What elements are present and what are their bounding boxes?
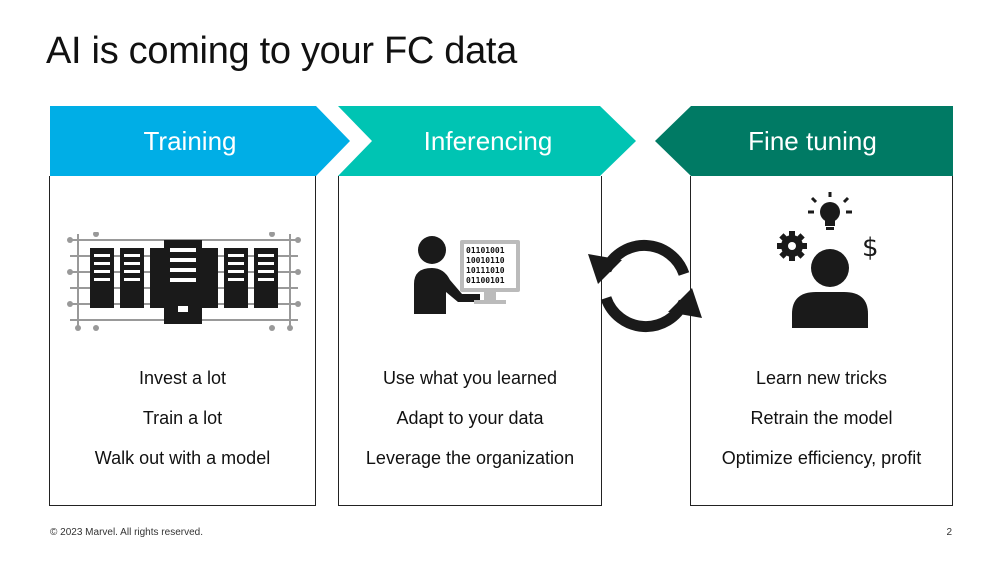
training-panel: Invest a lot Train a lot Walk out with a… xyxy=(49,176,316,506)
inferencing-chevron-shape xyxy=(338,106,636,176)
training-line-2: Train a lot xyxy=(142,408,223,428)
fine-tuning-line-3: Optimize efficiency, profit xyxy=(721,448,922,468)
fine-tuning-panel: Learn new tricks Retrain the model Optim… xyxy=(690,176,953,506)
svg-text:$: $ xyxy=(862,233,879,263)
page-title: AI is coming to your FC data xyxy=(46,30,518,72)
training-line-3: Walk out with a model xyxy=(94,448,271,468)
inferencing-line-3: Leverage the organization xyxy=(365,448,575,468)
inferencing-header: Inferencing xyxy=(338,106,636,176)
inferencing-panel: Use what you learned Adapt to your data … xyxy=(338,176,602,506)
fine-tuning-chevron-shape xyxy=(655,106,953,176)
fine-tuning-line-1: Learn new tricks xyxy=(755,368,888,388)
refresh-cycle-icon xyxy=(584,226,706,351)
inferencing-line-1: Use what you learned xyxy=(382,368,558,388)
training-chevron-shape xyxy=(50,106,350,176)
screen-line-3: 10111010 xyxy=(466,266,505,275)
copyright-footer: © 2023 Marvel. All rights reserved. xyxy=(50,527,203,538)
training-line-1: Invest a lot xyxy=(138,368,227,388)
fine-tuning-line-2: Retrain the model xyxy=(750,408,893,428)
inferencing-label: Inferencing xyxy=(423,126,553,156)
screen-line-1: 01101001 xyxy=(466,246,505,255)
person-at-computer-icon: 01101001 10010110 10111010 01100101 xyxy=(410,234,522,321)
server-rack-icon xyxy=(66,231,302,337)
person-ideas-icon: $ xyxy=(770,190,890,335)
training-label: Training xyxy=(143,126,237,156)
screen-line-2: 10010110 xyxy=(466,256,505,265)
screen-line-4: 01100101 xyxy=(466,276,505,285)
training-header: Training xyxy=(50,106,350,176)
fine-tuning-label: Fine tuning xyxy=(748,126,877,156)
fine-tuning-header: Fine tuning xyxy=(655,106,953,176)
page-number: 2 xyxy=(946,527,952,538)
inferencing-line-2: Adapt to your data xyxy=(396,408,544,428)
